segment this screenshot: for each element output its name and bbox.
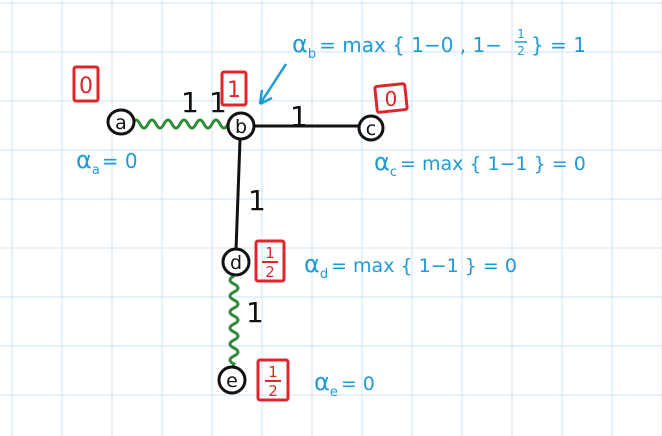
alpha-b-sub: b [308, 47, 316, 62]
alpha-d-expr: = max { 1−1 } = 0 [331, 255, 517, 277]
weight-label-bc: 1 [290, 100, 308, 133]
alpha-symbol: α [292, 30, 308, 58]
badge-node-a-value: 0 [79, 74, 93, 99]
svg-text:αc= max { 1−1 } = 0: αc= max { 1−1 } = 0 [374, 148, 586, 180]
badge-node-b: 1 [220, 70, 248, 107]
alpha-b-frac-num: 1 [517, 27, 525, 41]
node-b: b [226, 111, 256, 141]
alpha-e-expr: = 0 [341, 373, 375, 395]
svg-text:αe= 0: αe= 0 [314, 368, 375, 400]
alpha-e-sub: e [330, 385, 338, 400]
badge-node-b-value: 1 [227, 78, 241, 103]
badge-node-d-num: 1 [265, 244, 275, 262]
node-e: e [217, 365, 247, 395]
alpha-symbol: α [374, 148, 390, 176]
alpha-symbol: α [304, 250, 320, 278]
badge-node-c-value: 0 [385, 87, 398, 111]
badge-node-a: 0 [72, 65, 100, 103]
svg-text:αa= 0: αa= 0 [76, 146, 138, 178]
alpha-b-expr: = max { 1−0 , 1− [319, 33, 502, 57]
node-c: c [357, 114, 385, 142]
badge-node-d: 1 2 [254, 239, 286, 283]
badge-node-c: 0 [373, 82, 409, 114]
badge-node-e-den: 2 [268, 382, 278, 400]
annotation-alpha-c: αc= max { 1−1 } = 0 [374, 148, 586, 180]
weight-label-bd: 1 [248, 184, 266, 217]
alpha-symbol: α [76, 146, 92, 174]
edge-d-e-spring [228, 274, 240, 369]
alpha-d-sub: d [320, 267, 328, 282]
edge-a-b-spring [130, 118, 232, 130]
node-d: d [221, 247, 251, 277]
annotation-alpha-b: αb= max { 1−0 , 1− 1 2 } = 1 [292, 27, 586, 62]
badge-node-d-den: 2 [265, 263, 275, 281]
badge-node-e: 1 2 [256, 358, 290, 402]
node-a-label: a [115, 112, 127, 134]
svg-text:αd= max { 1−1 } = 0: αd= max { 1−1 } = 0 [304, 250, 517, 282]
alpha-a-sub: a [92, 163, 100, 178]
annotation-alpha-a: αa= 0 [76, 146, 138, 178]
alpha-a-expr: = 0 [102, 149, 138, 173]
annotation-alpha-e: αe= 0 [314, 368, 375, 400]
alpha-c-expr: = max { 1−1 } = 0 [400, 153, 586, 175]
svg-text:αb= max { 1−0 , 1−: αb= max { 1−0 , 1− [292, 30, 502, 62]
alpha-b-tail: } = 1 [531, 33, 586, 57]
weight-label-ab-2: 1 [209, 86, 227, 119]
node-a: a [106, 108, 136, 136]
node-d-label: d [230, 252, 242, 274]
weight-label-ab: 1 [181, 86, 199, 119]
weight-label-de: 1 [246, 296, 264, 329]
node-b-label: b [235, 116, 247, 138]
node-e-label: e [226, 370, 238, 392]
edge-b-d [234, 139, 242, 251]
node-c-label: c [366, 118, 376, 140]
alpha-b-frac-den: 2 [517, 44, 525, 58]
annotation-alpha-d: αd= max { 1−1 } = 0 [304, 250, 517, 282]
alpha-symbol: α [314, 368, 330, 396]
alpha-c-sub: c [390, 165, 397, 180]
annotation-arrow-b [258, 63, 288, 106]
badge-node-e-num: 1 [268, 363, 278, 381]
